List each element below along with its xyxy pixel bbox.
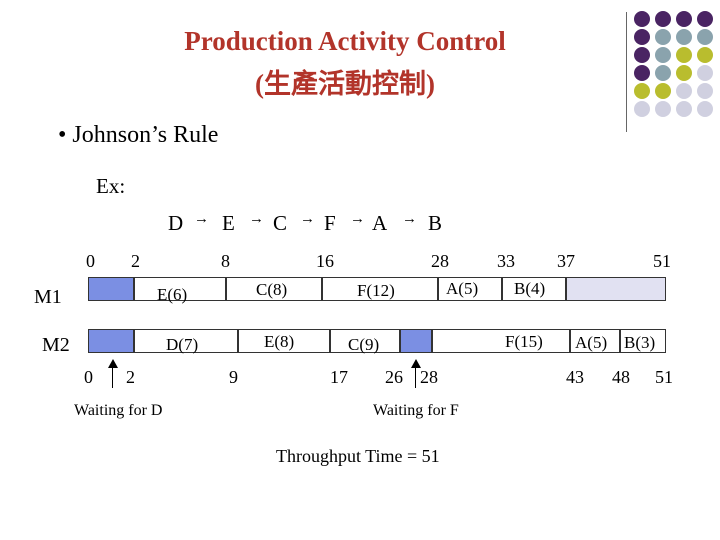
title-line-1: Production Activity Control (184, 26, 506, 56)
decorative-dot (676, 11, 692, 27)
m2-bar-e (238, 329, 330, 353)
m1-tick-28: 28 (431, 251, 449, 271)
waiting-for-f: Waiting for F (373, 402, 459, 419)
decorative-dot (676, 101, 692, 117)
m2-tick-43: 43 (566, 367, 584, 387)
m1-bar-e (134, 277, 226, 301)
decorative-dot (634, 65, 650, 81)
sequence-item-a: A (372, 211, 388, 235)
decorative-dot-grid (634, 11, 718, 119)
sequence-arrow-3: → (300, 211, 315, 227)
arrow-up-icon (411, 359, 421, 368)
decorative-dot (697, 101, 713, 117)
decorative-divider (626, 12, 627, 132)
m2-tick-0: 0 (84, 367, 93, 387)
m2-bar-f (432, 329, 570, 353)
m1-tick-16: 16 (316, 251, 334, 271)
m1-label-a: A(5) (446, 279, 479, 298)
m1-bar-idle (566, 277, 666, 301)
m1-label-f: F(12) (357, 281, 395, 300)
decorative-dot (676, 29, 692, 45)
decorative-dot (634, 11, 650, 27)
waiting-for-d: Waiting for D (74, 402, 163, 419)
m1-bar-f (322, 277, 438, 301)
m2-label-f: F(15) (505, 332, 543, 351)
m1-bar-c (226, 277, 322, 301)
m2-label-d: D(7) (166, 335, 199, 354)
m2-tick-28: 28 (420, 367, 438, 387)
machine-label-m1: M1 (34, 286, 62, 308)
sequence-item-c: C (273, 211, 288, 235)
decorative-dot (655, 47, 671, 63)
decorative-dot (634, 83, 650, 99)
sequence-item-b: B (428, 211, 443, 235)
m2-bar-idle-mid (400, 329, 432, 353)
decorative-dot (655, 11, 671, 27)
m1-bar-d (88, 277, 134, 301)
m2-tick-9: 9 (229, 367, 238, 387)
decorative-dot (655, 29, 671, 45)
m2-tick-26: 26 (385, 367, 403, 387)
m1-tick-0: 0 (86, 251, 95, 271)
ex-label: Ex: (96, 174, 126, 198)
bullet-johnsons-rule: • Johnson’s Rule (58, 122, 219, 148)
decorative-dot (697, 65, 713, 81)
title-line-2: (生產活動控制) (255, 69, 435, 99)
m2-bar-d (134, 329, 238, 353)
decorative-dot (655, 101, 671, 117)
m1-bar-b (502, 277, 566, 301)
decorative-dot (676, 65, 692, 81)
m1-tick-2: 2 (131, 251, 140, 271)
decorative-dot (697, 29, 713, 45)
sequence-arrow-4: → (350, 211, 365, 227)
throughput-time: Throughput Time = 51 (276, 446, 440, 466)
sequence-arrow-5: → (402, 211, 417, 227)
m2-label-a: A(5) (575, 333, 608, 352)
machine-label-m2: M2 (42, 334, 70, 356)
m1-tick-51: 51 (653, 251, 671, 271)
decorative-dot (676, 83, 692, 99)
m2-bar-idle-start (88, 329, 134, 353)
sequence-arrow-2: → (249, 211, 264, 227)
m2-bar-b (620, 329, 666, 353)
m1-tick-37: 37 (557, 251, 575, 271)
m2-tick-2: 2 (126, 367, 135, 387)
m2-label-b: B(3) (624, 333, 656, 352)
decorative-dot (634, 47, 650, 63)
m1-tick-8: 8 (221, 251, 230, 271)
decorative-dot (697, 83, 713, 99)
arrow-shaft (415, 366, 416, 388)
m2-tick-51: 51 (655, 367, 673, 387)
decorative-dot (634, 29, 650, 45)
m1-bar-a (438, 277, 502, 301)
m2-bar-c (330, 329, 400, 353)
decorative-dot (655, 83, 671, 99)
arrow-up-icon (108, 359, 118, 368)
m2-bar-a (570, 329, 620, 353)
decorative-dot (697, 47, 713, 63)
decorative-dot (676, 47, 692, 63)
m2-tick-48: 48 (612, 367, 630, 387)
decorative-dot (634, 101, 650, 117)
m2-tick-17: 17 (330, 367, 348, 387)
m1-tick-33: 33 (497, 251, 515, 271)
decorative-dot (655, 65, 671, 81)
decorative-dot (697, 11, 713, 27)
m2-label-c: C(9) (348, 335, 380, 354)
sequence-arrow-1: → (194, 211, 209, 227)
sequence-item-f: F (324, 211, 336, 235)
m1-label-b: B(4) (514, 279, 546, 298)
sequence-item-e: E (222, 211, 235, 235)
sequence-item-d: D (168, 211, 184, 235)
m1-label-e: E(6) (157, 285, 188, 304)
arrow-shaft (112, 366, 113, 388)
m1-label-c: C(8) (256, 280, 288, 299)
m2-label-e: E(8) (264, 332, 295, 351)
